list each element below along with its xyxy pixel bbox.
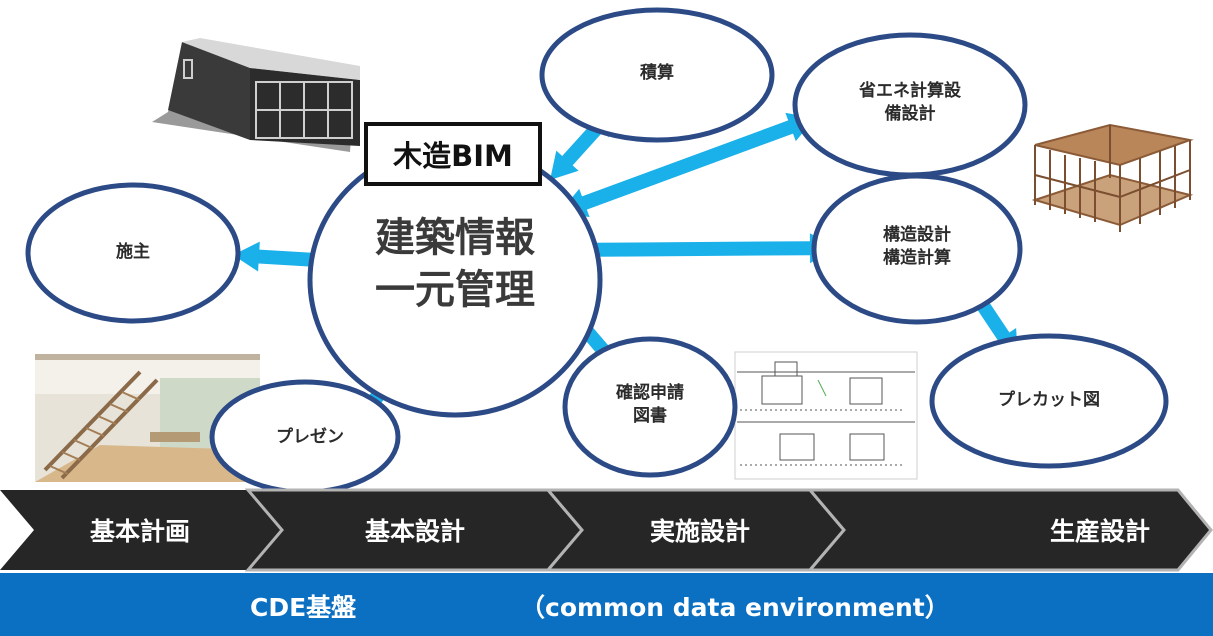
node-shoene: 省エネ計算設 備設計	[820, 80, 1000, 126]
arrow-center-shoene	[560, 112, 815, 218]
ellipse-sekisan	[539, 7, 775, 143]
node-sekisan: 積算	[640, 63, 674, 83]
cde-banner: CDE基盤 （common data environment）	[0, 573, 1213, 636]
cde-title: CDE基盤	[250, 593, 357, 622]
node-kakunin: 確認申請 図書	[585, 382, 715, 428]
ellipse-precut	[929, 333, 1169, 469]
drawing-sheet-image	[734, 351, 918, 480]
center-label-line2: 一元管理	[375, 267, 535, 313]
phase-label-1: 基本計画	[89, 517, 190, 546]
center-label-line1: 建築情報	[375, 215, 535, 261]
node-kozo-line2: 構造計算	[883, 247, 951, 268]
phase-bar	[0, 488, 1213, 572]
arrow-center-kozo	[567, 233, 836, 265]
node-shoene-line2: 備設計	[884, 103, 936, 124]
timber-frame-image	[1031, 123, 1194, 232]
phase-label-4: 生産設計	[1049, 517, 1150, 546]
phase-chevron-1	[0, 490, 282, 570]
node-precut: プレカット図	[998, 390, 1100, 410]
phase-chevron-4	[806, 488, 1213, 572]
ellipse-sesyu	[25, 182, 241, 324]
wood-bim-tag: 木造BIM	[364, 122, 542, 186]
node-kozo: 構造設計 構造計算	[850, 224, 984, 270]
phase-label-2: 基本設計	[364, 517, 465, 546]
house-render-image	[152, 38, 360, 152]
node-sesyu: 施主	[116, 242, 150, 262]
node-kozo-line1: 構造設計	[883, 225, 951, 245]
cde-subtitle: （common data environment）	[520, 593, 950, 622]
node-kakunin-line2: 図書	[633, 405, 667, 426]
node-kakunin-line1: 確認申請	[616, 383, 684, 403]
ellipse-kozo	[811, 173, 1023, 325]
center-label: 建築情報 一元管理	[355, 212, 555, 316]
ellipse-kakunin	[562, 336, 738, 478]
node-presen: プレゼン	[276, 427, 344, 447]
node-shoene-line1: 省エネ計算設	[859, 81, 961, 101]
ellipse-group	[25, 7, 1169, 495]
phase-label-3: 実施設計	[649, 517, 750, 546]
